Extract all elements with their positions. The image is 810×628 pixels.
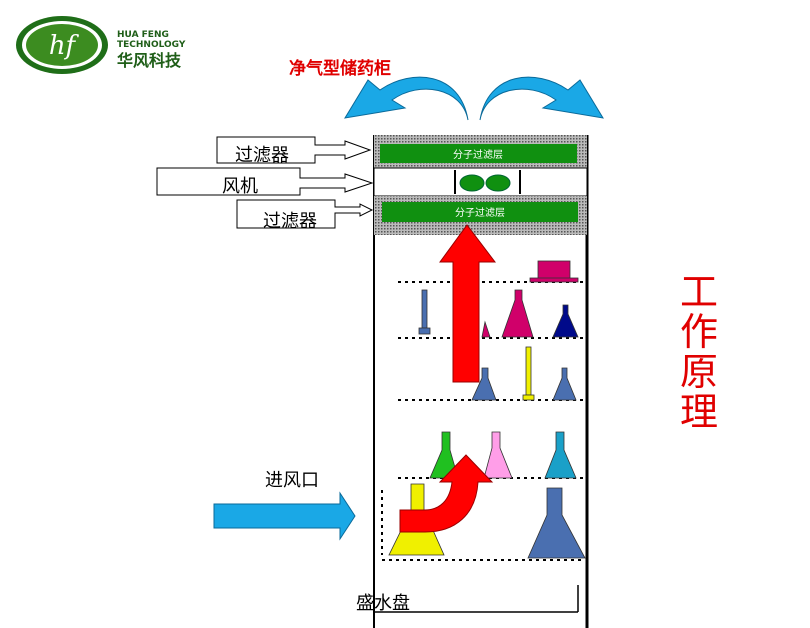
fan-icon <box>485 174 511 192</box>
svg-text:TECHNOLOGY: TECHNOLOGY <box>117 40 186 50</box>
tray-label: 盛水盘 <box>356 593 410 614</box>
svg-text:工: 工 <box>680 270 718 314</box>
svg-text:作: 作 <box>680 310 718 354</box>
diagram-title: 净气型储药柜 <box>289 58 391 79</box>
exhaust-arrow-right <box>479 76 604 121</box>
filter-layer-label-top: 分子过滤层 <box>453 148 503 161</box>
fan-icon <box>459 174 485 192</box>
cabinet: 分子过滤层 分子过滤层 <box>373 135 589 628</box>
airflow-arrow-up <box>439 224 497 383</box>
airflow-arrow-curved <box>399 454 494 533</box>
exhaust-arrow-left <box>344 76 469 121</box>
svg-text:理: 理 <box>680 390 718 434</box>
svg-text:过滤器: 过滤器 <box>235 145 289 166</box>
water-tray <box>373 570 579 628</box>
callout-filter-top: 过滤器 <box>216 136 372 166</box>
side-title: 工 作 原 理 <box>680 270 718 434</box>
svg-text:原: 原 <box>680 350 718 394</box>
svg-text:过滤器: 过滤器 <box>263 211 317 232</box>
svg-text:风机: 风机 <box>222 176 258 197</box>
logo: hf HUA FENG TECHNOLOGY 华风科技 <box>16 16 186 74</box>
svg-text:华风科技: 华风科技 <box>117 51 182 70</box>
filter-layer-label-bottom: 分子过滤层 <box>455 206 505 219</box>
svg-text:HUA FENG: HUA FENG <box>117 30 169 40</box>
callout-fan: 风机 <box>156 167 374 197</box>
callout-filter-bottom: 过滤器 <box>236 199 374 232</box>
inlet-arrow <box>213 491 356 541</box>
inlet-label: 进风口 <box>265 470 319 491</box>
svg-text:hf: hf <box>49 31 80 61</box>
